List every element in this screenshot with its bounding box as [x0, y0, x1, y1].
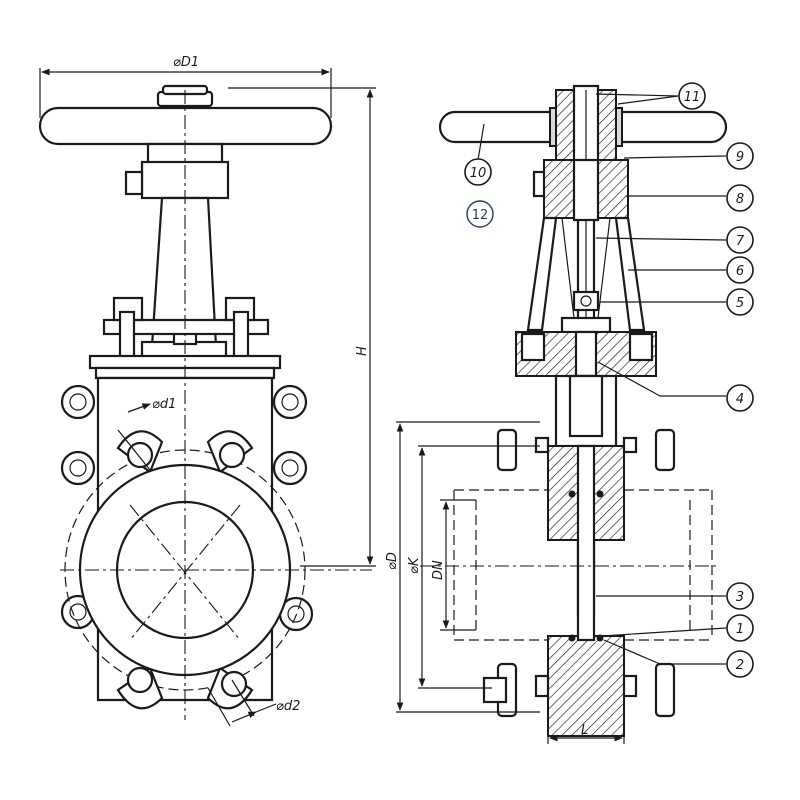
svg-text:5: 5 — [736, 296, 744, 311]
body-section — [547, 444, 625, 737]
dimension-d-k-dn: ⌀D ⌀K DN — [385, 421, 540, 713]
svg-text:2: 2 — [736, 658, 744, 673]
svg-text:4: 4 — [736, 392, 744, 407]
flange-bolts — [482, 428, 676, 718]
callout-11: 11 — [678, 82, 706, 110]
svg-text:10: 10 — [470, 166, 487, 181]
callout-4: 4 — [726, 384, 754, 412]
svg-text:3: 3 — [736, 590, 744, 605]
dim-label-dn: DN — [431, 560, 446, 580]
dimension-d2: ⌀d2 — [207, 679, 300, 727]
yoke-top — [532, 158, 629, 222]
section-view: ⌀D ⌀K DN L — [385, 82, 754, 744]
dimension-l: L — [547, 723, 625, 744]
dimension-d1-hole: ⌀d1 — [117, 397, 176, 471]
svg-text:6: 6 — [736, 264, 744, 279]
dim-label-h: H — [355, 346, 370, 356]
callout-9: 9 — [726, 142, 754, 170]
stem-coupling — [560, 290, 612, 334]
callout-8: 8 — [726, 184, 754, 212]
dim-label-l: L — [581, 723, 588, 738]
callout-10: 10 — [464, 158, 492, 186]
svg-text:12: 12 — [472, 208, 489, 223]
dim-label-d1: ⌀D1 — [173, 55, 199, 70]
pipe-outline — [420, 489, 720, 641]
svg-text:11: 11 — [684, 90, 701, 105]
callout-12: 12 — [466, 200, 494, 228]
handwheel-front — [38, 84, 333, 200]
bonnet-section — [515, 330, 657, 448]
dimension-h: H — [228, 87, 376, 567]
svg-text:1: 1 — [736, 622, 744, 637]
callout-2: 2 — [726, 650, 754, 678]
valve-body-front — [60, 90, 372, 720]
callout-6: 6 — [726, 256, 754, 284]
dim-label-k: ⌀K — [407, 556, 422, 574]
dimension-d1: ⌀D1 — [39, 55, 332, 118]
dim-label-d2: ⌀d2 — [276, 699, 300, 714]
callout-leaders — [477, 93, 727, 665]
dim-label-d: ⌀D — [385, 552, 400, 570]
svg-text:9: 9 — [736, 150, 744, 165]
front-view: ⌀D1 — [38, 55, 376, 727]
svg-text:8: 8 — [736, 192, 744, 207]
callout-1: 1 — [726, 614, 754, 642]
callout-5: 5 — [726, 288, 754, 316]
svg-text:7: 7 — [736, 234, 745, 249]
yoke-neck — [140, 196, 228, 364]
callout-7: 7 — [726, 226, 754, 254]
callout-3: 3 — [726, 582, 754, 610]
dim-label-d1-hole: ⌀d1 — [152, 397, 176, 412]
